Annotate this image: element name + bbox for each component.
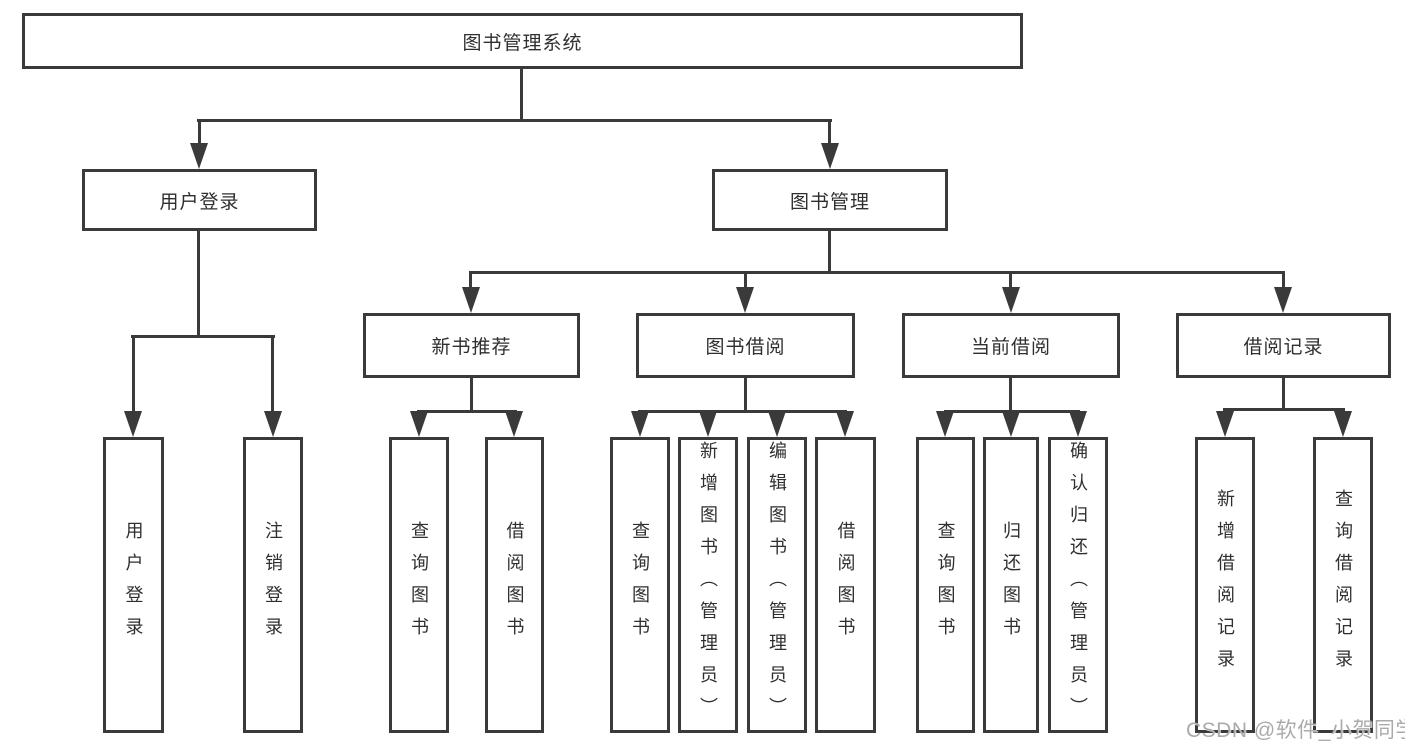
arrow-down-icon (1002, 411, 1020, 437)
arrow-down-icon (631, 411, 649, 437)
connector-hline (1223, 408, 1345, 411)
connector-vline (744, 378, 747, 410)
arrow-down-icon (936, 411, 954, 437)
node-label: 新增借阅记录 (1215, 489, 1235, 681)
connector-vline (470, 378, 473, 410)
arrow-down-icon (410, 411, 428, 437)
connector-vline (132, 335, 135, 411)
node-borrowing-records: 借阅记录 (1176, 313, 1391, 378)
arrow-down-icon (124, 411, 142, 437)
node-library-management-system: 图书管理系统 (22, 13, 1023, 69)
connector-hline (469, 271, 1285, 274)
node-label: 新增图书（管理员） (698, 441, 718, 729)
node-query-borrow-record: 查询借阅记录 (1313, 437, 1373, 733)
arrow-down-icon (462, 287, 480, 313)
arrow-down-icon (1274, 287, 1292, 313)
node-label: 查询图书 (409, 521, 429, 649)
arrow-down-icon (1002, 287, 1020, 313)
connector-vline (828, 231, 831, 271)
arrow-down-icon (1216, 411, 1234, 437)
arrow-down-icon (190, 143, 208, 169)
node-user-login-leaf: 用户登录 (103, 437, 164, 733)
node-label: 查询图书 (630, 521, 650, 649)
arrow-down-icon (768, 411, 786, 437)
node-label: 查询图书 (935, 521, 956, 649)
connector-hline (417, 410, 517, 413)
node-logout: 注销登录 (243, 437, 303, 733)
connector-vline (520, 69, 523, 122)
arrow-down-icon (505, 411, 523, 437)
node-label: 借阅记录 (1243, 337, 1324, 358)
connector-vline (197, 231, 200, 335)
node-label: 用户登录 (159, 191, 240, 213)
node-add-borrow-record: 新增借阅记录 (1195, 437, 1255, 733)
arrow-down-icon (736, 287, 754, 313)
node-query-book-borrowing: 查询图书 (610, 437, 670, 733)
arrow-down-icon (264, 411, 282, 437)
node-label: 新书推荐 (431, 337, 512, 358)
arrow-down-icon (1334, 411, 1352, 437)
connector-vline (198, 119, 201, 145)
connector-vline (1282, 271, 1285, 287)
node-confirm-return-admin: 确认归还（管理员） (1048, 437, 1108, 733)
node-user-login-branch: 用户登录 (82, 169, 317, 231)
node-edit-book-admin: 编辑图书（管理员） (747, 437, 807, 733)
connector-vline (1282, 378, 1285, 409)
node-return-book: 归还图书 (983, 437, 1039, 733)
node-label: 确认归还（管理员） (1068, 441, 1088, 729)
connector-vline (1009, 378, 1012, 410)
node-label: 归还图书 (1001, 521, 1021, 649)
node-label: 注销登录 (263, 521, 283, 649)
connector-vline (1009, 271, 1012, 287)
csdn-watermark: CSDN @软件_小贺同学 (1186, 719, 1405, 742)
connector-hline (197, 119, 832, 122)
connector-vline (828, 119, 831, 145)
connector-vline (744, 271, 747, 287)
node-query-book-current: 查询图书 (916, 437, 975, 733)
node-label: 借阅图书 (835, 521, 856, 649)
node-borrow-book-recommend: 借阅图书 (485, 437, 544, 733)
node-label: 当前借阅 (970, 337, 1051, 358)
node-query-book-recommend: 查询图书 (389, 437, 449, 733)
node-current-borrowing: 当前借阅 (902, 313, 1120, 378)
arrow-down-icon (699, 411, 717, 437)
node-label: 图书管理 (789, 191, 870, 213)
node-label: 图书管理系统 (462, 32, 583, 54)
arrow-down-icon (1069, 411, 1087, 437)
arrow-down-icon (836, 411, 854, 437)
node-add-book-admin: 新增图书（管理员） (678, 437, 738, 733)
node-label: 图书借阅 (705, 337, 786, 358)
arrow-down-icon (821, 143, 839, 169)
node-label: 借阅图书 (504, 521, 525, 649)
node-label: 用户登录 (123, 521, 144, 649)
connector-vline (271, 335, 274, 411)
connector-hline (638, 410, 847, 413)
connector-vline (469, 271, 472, 287)
node-book-borrowing: 图书借阅 (636, 313, 855, 378)
connector-hline (131, 335, 275, 338)
node-label: 查询借阅记录 (1333, 489, 1353, 681)
node-label: 编辑图书（管理员） (767, 441, 787, 729)
node-book-management-branch: 图书管理 (712, 169, 948, 231)
node-new-book-recommend: 新书推荐 (363, 313, 580, 378)
node-borrow-book-borrowing: 借阅图书 (815, 437, 876, 733)
